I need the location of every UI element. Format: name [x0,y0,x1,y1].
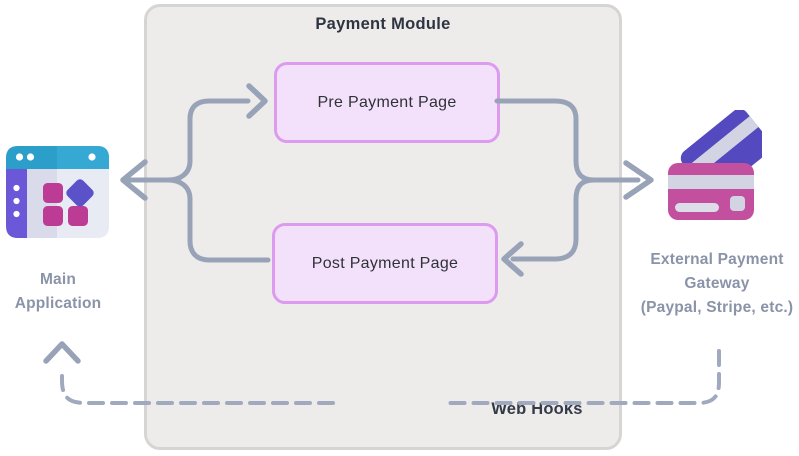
credit-cards-icon [660,108,772,224]
external-gateway-label: External Payment Gateway (Paypal, Stripe… [632,248,799,320]
pre-payment-page-label: Pre Payment Page [317,93,457,111]
main-application-label-line1: Main [39,271,77,288]
web-hooks-label: Web Hooks [491,400,583,418]
external-gateway-label-line3: (Paypal, Stripe, etc.) [640,299,794,316]
main-application-label: Main Application [0,268,116,316]
arrowhead-into-gateway [623,160,654,200]
arrowhead-left-to-main-app [120,159,148,201]
main-application-label-line2: Application [14,295,102,312]
app-window-icon [6,146,109,238]
module-title: Payment Module [315,15,451,33]
arrowhead-up-to-main-app [43,341,81,364]
pre-payment-page-box: Pre Payment Page [274,62,500,143]
external-gateway-label-line1: External Payment [650,251,784,268]
payment-module-container: Payment Module Pre Payment Page Post Pay… [144,4,622,450]
external-gateway-label-line2: Gateway [684,275,750,292]
post-payment-page-box: Post Payment Page [272,223,498,304]
post-payment-page-label: Post Payment Page [311,254,459,272]
